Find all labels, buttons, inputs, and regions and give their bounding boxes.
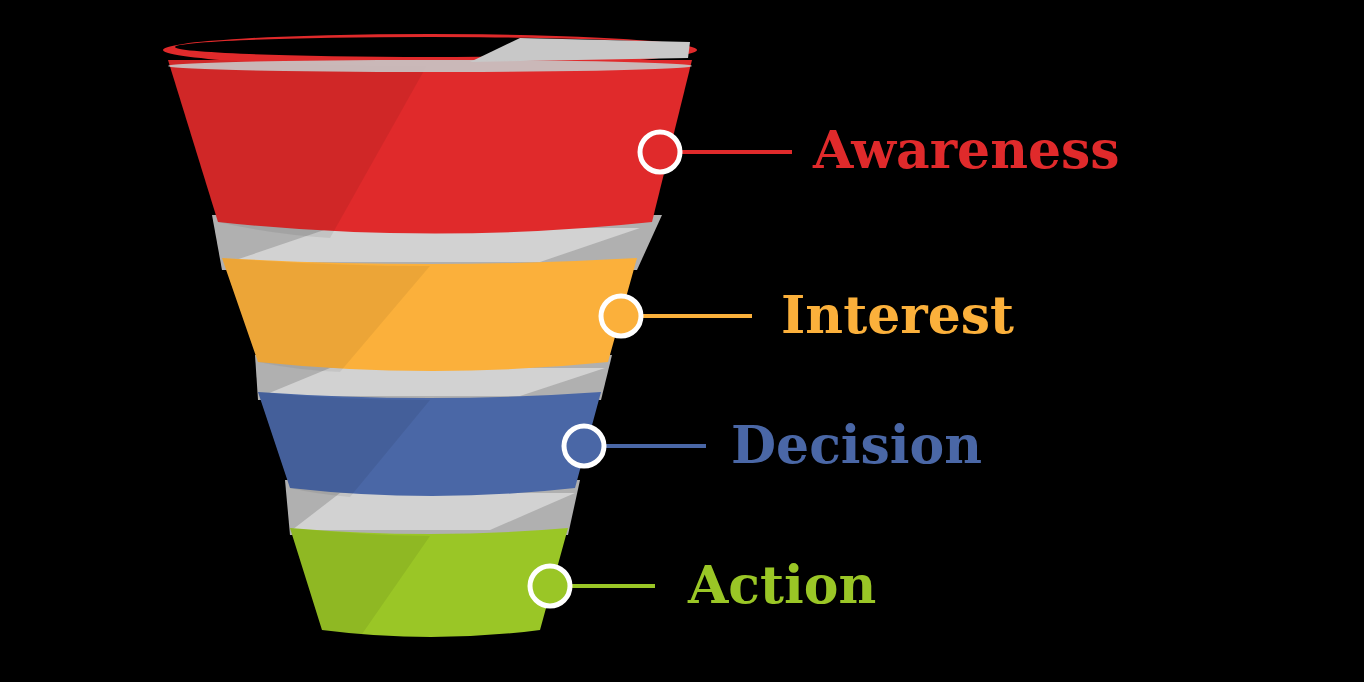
leader-line — [641, 314, 752, 318]
funnel-twist — [262, 368, 605, 396]
marker-dot — [640, 132, 680, 172]
stage-label: Action — [688, 559, 876, 611]
funnel-band — [290, 528, 568, 637]
stage-label: Decision — [731, 419, 982, 471]
leader-line — [570, 584, 655, 588]
band-shade — [168, 60, 430, 238]
stage-label: Interest — [781, 289, 1014, 341]
band-shade — [258, 392, 430, 497]
leader-line — [604, 444, 706, 448]
funnel-band — [222, 258, 637, 371]
marker-dot — [601, 296, 641, 336]
funnel-rim-edge — [168, 60, 692, 72]
band-shade — [290, 528, 430, 637]
funnel-band — [258, 392, 601, 496]
funnel-inner — [470, 38, 690, 62]
stage-label: Awareness — [813, 124, 1120, 176]
marker-dot — [564, 426, 604, 466]
band-shade — [222, 258, 430, 372]
marker-dot — [530, 566, 570, 606]
leader-line — [680, 150, 792, 154]
funnel-twist — [292, 493, 575, 530]
